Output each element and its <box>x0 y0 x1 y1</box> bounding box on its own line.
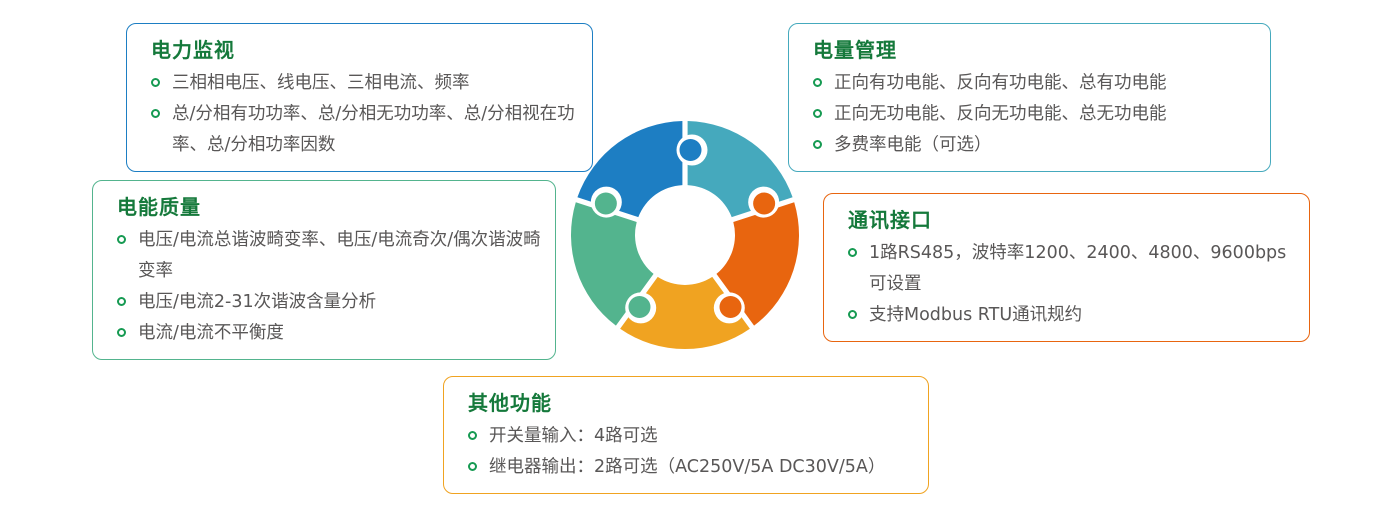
feature-item: 电流/电流不平衡度 <box>117 318 541 349</box>
bullet-icon <box>813 140 822 149</box>
card-title-power-quality: 电能质量 <box>117 195 201 219</box>
bullet-icon <box>848 310 857 319</box>
card-title-communication-interface: 通讯接口 <box>848 208 932 232</box>
feature-list: 开关量输入：4路可选 继电器输出：2路可选（AC250V/5A DC30V/5A… <box>468 421 914 483</box>
feature-text: 多费率电能（可选） <box>834 135 992 155</box>
feature-item: 电压/电流总谐波畸变率、电压/电流奇次/偶次谐波畸变率 <box>117 225 541 287</box>
amber-piece <box>620 276 750 350</box>
feature-text: 电流/电流不平衡度 <box>138 323 284 343</box>
bullet-icon <box>117 297 126 306</box>
card-title-energy-management: 电量管理 <box>813 38 897 62</box>
feature-text: 1路RS485，波特率1200、2400、4800、9600bps可设置 <box>869 243 1287 294</box>
bullet-icon <box>151 78 160 87</box>
feature-list: 电压/电流总谐波畸变率、电压/电流奇次/偶次谐波畸变率 电压/电流2-31次谐波… <box>117 225 541 349</box>
feature-text: 电压/电流2-31次谐波含量分析 <box>138 292 377 312</box>
feature-item: 正向无功电能、反向无功电能、总无功电能 <box>813 99 1256 130</box>
feature-item: 继电器输出：2路可选（AC250V/5A DC30V/5A） <box>468 452 914 483</box>
feature-item: 开关量输入：4路可选 <box>468 421 914 452</box>
bullet-icon <box>117 235 126 244</box>
feature-item: 正向有功电能、反向有功电能、总有功电能 <box>813 68 1256 99</box>
bullet-icon <box>117 328 126 337</box>
card-power-quality: 电能质量 电压/电流总谐波畸变率、电压/电流奇次/偶次谐波畸变率 电压/电流2-… <box>92 180 556 360</box>
feature-item: 多费率电能（可选） <box>813 130 1256 161</box>
bullet-icon <box>813 78 822 87</box>
feature-item: 1路RS485，波特率1200、2400、4800、9600bps可设置 <box>848 238 1295 300</box>
bullet-icon <box>468 462 477 471</box>
card-power-monitoring: 电力监视 三相相电压、线电压、三相电流、频率 总/分相有功功率、总/分相无功功率… <box>126 23 593 172</box>
feature-list: 1路RS485，波特率1200、2400、4800、9600bps可设置 支持M… <box>848 238 1295 331</box>
puzzle-knob <box>679 139 702 161</box>
feature-item: 支持Modbus RTU通讯规约 <box>848 300 1295 331</box>
puzzle-wheel <box>570 121 800 350</box>
bullet-icon <box>468 431 477 440</box>
feature-text: 支持Modbus RTU通讯规约 <box>869 305 1083 325</box>
puzzle-knob <box>753 192 776 215</box>
card-energy-management: 电量管理 正向有功电能、反向有功电能、总有功电能 正向无功电能、反向无功电能、总… <box>788 23 1271 172</box>
bullet-icon <box>151 109 160 118</box>
puzzle-knob <box>628 296 651 318</box>
puzzle-wheel-pieces <box>570 121 800 350</box>
puzzle-knob <box>594 192 617 215</box>
feature-list: 三相相电压、线电压、三相电流、频率 总/分相有功功率、总/分相无功功率、总/分相… <box>151 68 578 161</box>
feature-item: 电压/电流2-31次谐波含量分析 <box>117 287 541 318</box>
feature-text: 正向无功电能、反向无功电能、总无功电能 <box>834 104 1167 124</box>
feature-text: 继电器输出：2路可选（AC250V/5A DC30V/5A） <box>489 457 886 477</box>
feature-item: 总/分相有功功率、总/分相无功功率、总/分相视在功率、总/分相功率因数 <box>151 99 578 161</box>
feature-text: 开关量输入：4路可选 <box>489 426 658 446</box>
bullet-icon <box>848 248 857 257</box>
feature-text: 正向有功电能、反向有功电能、总有功电能 <box>834 73 1167 93</box>
card-communication-interface: 通讯接口 1路RS485，波特率1200、2400、4800、9600bps可设… <box>823 193 1310 342</box>
feature-text: 电压/电流总谐波畸变率、电压/电流奇次/偶次谐波畸变率 <box>138 230 541 281</box>
feature-list: 正向有功电能、反向有功电能、总有功电能 正向无功电能、反向无功电能、总无功电能 … <box>813 68 1256 161</box>
card-title-other-functions: 其他功能 <box>468 391 552 415</box>
bullet-icon <box>813 109 822 118</box>
card-other-functions: 其他功能 开关量输入：4路可选 继电器输出：2路可选（AC250V/5A DC3… <box>443 376 929 494</box>
feature-item: 三相相电压、线电压、三相电流、频率 <box>151 68 578 99</box>
feature-text: 总/分相有功功率、总/分相无功功率、总/分相视在功率、总/分相功率因数 <box>172 104 575 155</box>
puzzle-knob <box>719 296 742 318</box>
feature-text: 三相相电压、线电压、三相电流、频率 <box>172 73 470 93</box>
card-title-power-monitoring: 电力监视 <box>151 38 235 62</box>
